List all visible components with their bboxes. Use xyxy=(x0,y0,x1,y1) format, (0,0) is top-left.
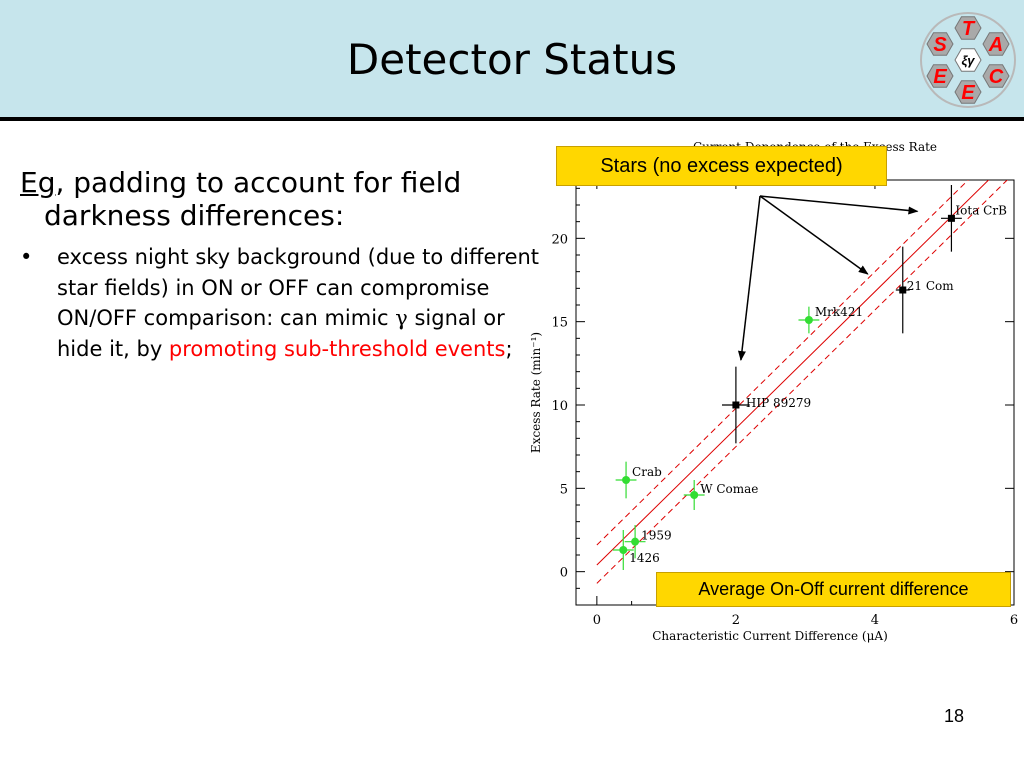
stars-callout: Stars (no excess expected) xyxy=(556,146,887,186)
data-point-star xyxy=(947,214,955,222)
y-tick-label: 20 xyxy=(551,232,568,247)
x-tick-label: 4 xyxy=(871,613,879,628)
data-point-label: 21 Com xyxy=(907,279,954,293)
logo-hexagon xyxy=(954,80,982,104)
bullet-item: • excess night sky background (due to dif… xyxy=(20,242,550,364)
data-point-source xyxy=(690,491,699,499)
bullet-highlight: promoting sub-threshold events xyxy=(168,336,506,361)
data-point-star xyxy=(899,286,907,294)
logo-letter: E xyxy=(961,82,975,104)
y-tick-label: 15 xyxy=(551,316,568,331)
bullet-text-before: excess night sky background (due to diff… xyxy=(57,245,540,330)
logo-hexagon xyxy=(982,64,1010,88)
logo-hexagon xyxy=(954,16,982,40)
y-tick-label: 5 xyxy=(560,482,568,497)
data-point-source xyxy=(622,476,631,484)
slide-body: Eg, padding to account for field darknes… xyxy=(20,166,550,364)
data-point-source xyxy=(619,546,628,554)
x-tick-label: 0 xyxy=(593,613,601,628)
logo-letter: T xyxy=(962,18,976,40)
page-number: 18 xyxy=(943,706,964,726)
data-point-label: 1426 xyxy=(629,551,660,565)
logo-hexagon xyxy=(982,32,1010,56)
logo-letter: S xyxy=(933,34,947,56)
logo-letter: ξγ xyxy=(961,53,975,68)
logo-letter: E xyxy=(933,66,947,88)
x-tick-label: 6 xyxy=(1010,613,1018,628)
data-point-label: 1959 xyxy=(641,529,672,543)
lead-text: , padding to account for field darkness … xyxy=(44,166,462,232)
data-point-source xyxy=(804,316,813,324)
lead-eg: Eg xyxy=(20,166,56,199)
logo-hexagon xyxy=(926,64,954,88)
bullet-text-after: ; xyxy=(505,336,513,361)
fit-band-lower xyxy=(596,180,1008,584)
y-axis-label: Excess Rate (min⁻¹) xyxy=(529,332,543,453)
bullet-marker: • xyxy=(20,245,33,269)
page-title: Detector Status xyxy=(346,35,678,84)
callout-arrow xyxy=(737,195,761,361)
x-tick-label: 2 xyxy=(732,613,740,628)
title-divider xyxy=(0,117,1024,121)
y-tick-label: 10 xyxy=(551,399,568,414)
excess-rate-chart: Current Dependence of the Excess Rate024… xyxy=(529,140,1018,643)
logo-letter: C xyxy=(989,66,1004,88)
logo-letter: A xyxy=(988,34,1003,56)
fit-band-upper xyxy=(596,180,969,546)
data-point-source xyxy=(631,537,640,546)
lead-paragraph: Eg, padding to account for field darknes… xyxy=(20,166,550,232)
data-point-label: Crab xyxy=(632,465,662,479)
callout-arrow xyxy=(759,195,919,215)
logo-ring xyxy=(920,12,1016,108)
data-point-label: Mrk421 xyxy=(815,305,863,319)
callout-arrow xyxy=(759,195,869,275)
data-point-label: HIP 89279 xyxy=(746,396,811,410)
fit-group xyxy=(596,180,1008,584)
gamma-symbol: γ xyxy=(395,306,408,330)
logo-hexagon xyxy=(954,48,982,72)
data-point-label: Iota CrB xyxy=(955,203,1007,217)
bullet-text-middle: signal or hide it, by xyxy=(57,306,505,361)
fit-line xyxy=(596,180,990,566)
title-bar xyxy=(0,0,1024,117)
data-point-label: W Comae xyxy=(700,482,758,496)
average-current-callout: Average On-Off current difference xyxy=(656,572,1011,607)
data-point-star xyxy=(732,401,740,409)
x-axis-label: Characteristic Current Difference (μA) xyxy=(652,629,888,643)
logo-hexagon xyxy=(926,32,954,56)
y-tick-label: 0 xyxy=(560,566,568,581)
